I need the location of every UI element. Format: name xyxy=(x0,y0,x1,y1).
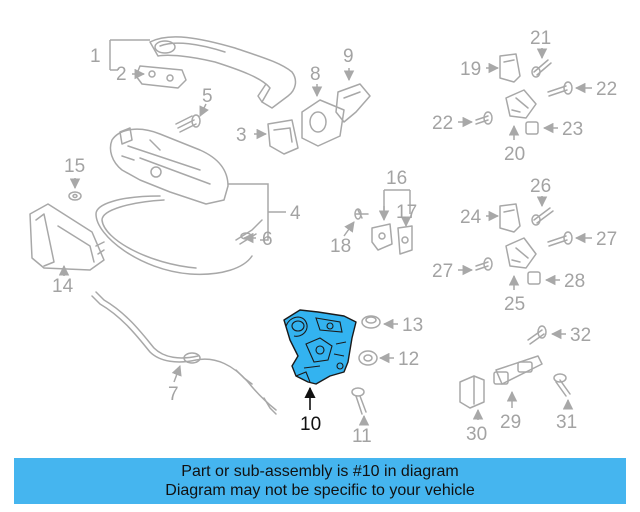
callout-25: 25 xyxy=(504,294,525,315)
cap-23-part xyxy=(525,121,539,135)
bolt-26-part xyxy=(531,207,554,226)
callout-13: 13 xyxy=(402,315,423,336)
callout-5: 5 xyxy=(202,86,213,107)
screw-5-part xyxy=(175,114,201,133)
bolt-21-part xyxy=(531,59,552,78)
bolt-22b-part xyxy=(475,111,493,125)
callout-26: 26 xyxy=(530,176,551,197)
banner-line-1: Part or sub-assembly is #10 in diagram xyxy=(181,463,459,480)
callout-2: 2 xyxy=(116,64,127,85)
callout-23: 23 xyxy=(562,119,583,140)
grommet-12-part xyxy=(358,350,378,366)
hinge-25-part xyxy=(505,237,537,269)
pad-17-part xyxy=(397,225,413,255)
screw-18-part xyxy=(354,208,369,220)
callout-30: 30 xyxy=(466,424,487,445)
hinge-19-part xyxy=(499,53,521,83)
bolt-22a-part xyxy=(547,81,573,97)
outside-handle-part xyxy=(149,36,297,109)
inside-handle-part xyxy=(109,127,229,205)
bracket-3-part xyxy=(267,119,299,155)
callout-8: 8 xyxy=(310,64,321,85)
callout-17: 17 xyxy=(396,202,417,223)
callout-9: 9 xyxy=(343,46,354,67)
callout-24: 24 xyxy=(460,207,482,228)
bracket-16-part xyxy=(371,223,393,251)
callout-11: 11 xyxy=(352,426,372,447)
screw-11-part xyxy=(351,387,367,415)
callout-22a: 22 xyxy=(596,79,617,100)
callout-29: 29 xyxy=(500,412,521,433)
callout-31: 31 xyxy=(556,412,577,433)
door-latch-10-highlighted xyxy=(283,309,357,385)
banner-line-2: Diagram may not be specific to your vehi… xyxy=(165,482,475,499)
bracket-8-part xyxy=(301,99,345,147)
bolt-31-part xyxy=(553,373,571,397)
bracket-30-part xyxy=(459,375,485,409)
callout-21: 21 xyxy=(530,28,551,49)
bolt-32-part xyxy=(527,325,547,345)
info-banner: Part or sub-assembly is #10 in diagram D… xyxy=(14,458,626,504)
parts-diagram: 1 2 3 4 5 6 7 8 9 10 11 12 13 14 15 16 1… xyxy=(29,28,617,447)
callout-4: 4 xyxy=(290,203,301,224)
bolt-27a-part xyxy=(547,231,573,247)
plug-13-part xyxy=(361,315,381,329)
callout-1: 1 xyxy=(90,46,101,67)
callout-12: 12 xyxy=(398,349,419,370)
callout-7: 7 xyxy=(168,384,179,405)
housing-14-part xyxy=(29,203,105,271)
callout-10: 10 xyxy=(300,414,321,435)
callout-28: 28 xyxy=(564,271,585,292)
callout-18: 18 xyxy=(330,236,351,257)
callout-14: 14 xyxy=(52,276,74,297)
callout-27b: 27 xyxy=(432,261,453,282)
callout-20: 20 xyxy=(504,144,525,165)
callout-16: 16 xyxy=(386,168,407,189)
callout-15: 15 xyxy=(64,156,85,177)
check-29-part xyxy=(493,355,543,385)
callout-19: 19 xyxy=(460,59,481,80)
callout-32: 32 xyxy=(570,325,591,346)
callout-27a: 27 xyxy=(596,229,617,250)
callout-22b: 22 xyxy=(432,113,453,134)
cable-7-part xyxy=(91,291,277,415)
cable-end-6-part xyxy=(235,219,263,245)
grommet-15-part xyxy=(68,191,82,201)
handle-cap-part xyxy=(135,65,187,89)
callout-6: 6 xyxy=(262,229,273,250)
bolt-27b-part xyxy=(475,257,493,271)
cap-28-part xyxy=(527,271,541,285)
callout-3: 3 xyxy=(236,125,247,146)
cover-9-part xyxy=(335,83,371,123)
hinge-24-part xyxy=(499,203,521,233)
hinge-20-part xyxy=(505,89,537,119)
